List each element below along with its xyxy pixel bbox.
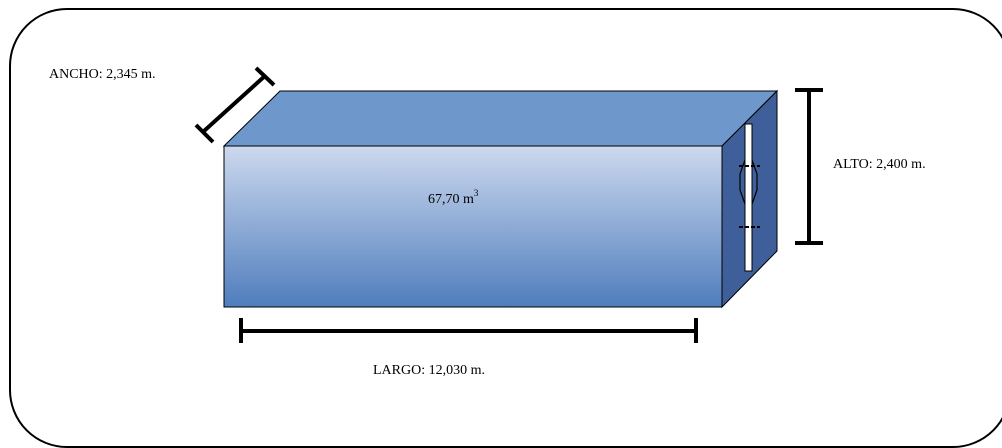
width-label: ANCHO: 2,345 m.	[49, 67, 156, 82]
volume-value: 67,70 m	[428, 192, 474, 207]
length-dimension-marker	[239, 318, 698, 343]
volume-label: 67,70 m3	[428, 189, 478, 208]
container-front-face	[223, 145, 723, 308]
height-label: ALTO: 2,400 m.	[833, 157, 926, 172]
container-top-face	[222, 90, 779, 147]
length-label: LARGO: 12,030 m.	[373, 363, 485, 378]
volume-exponent: 3	[473, 188, 479, 199]
door-strip	[744, 123, 753, 272]
container-diagram	[194, 66, 823, 343]
height-dimension-marker	[795, 88, 823, 245]
width-dimension-marker	[194, 66, 276, 144]
